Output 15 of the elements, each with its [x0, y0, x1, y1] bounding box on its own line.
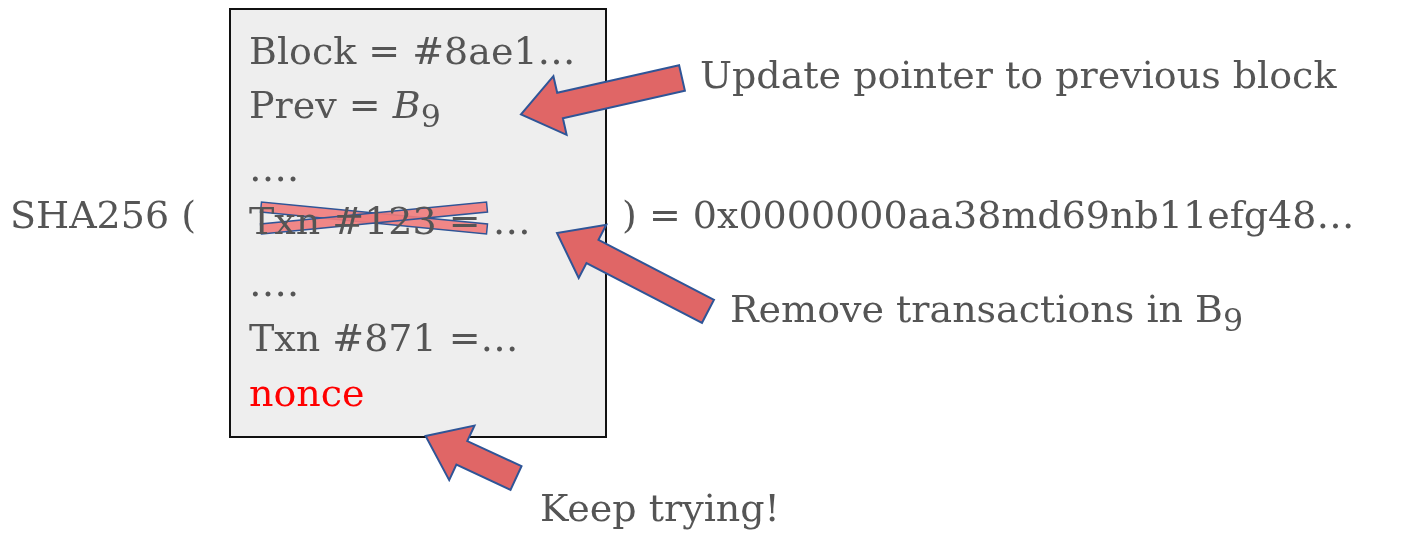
block-field-text: nonce: [249, 370, 365, 416]
block-arrow: [424, 424, 523, 492]
block-field-text: Prev = B$_{9}$: [249, 82, 521, 139]
annotation-text: Remove transactions in B$_{9}$: [730, 286, 1244, 343]
annotation-text: Update pointer to previous block: [700, 52, 1337, 98]
annotation-text: Keep trying!: [540, 485, 780, 531]
block-field-text: ….: [249, 145, 300, 191]
block-field-text: Txn #871 =…: [249, 315, 519, 361]
function-call-text: SHA256 (: [10, 192, 197, 238]
block-field-text: ….: [249, 260, 300, 306]
block-arrow: [555, 223, 716, 325]
block-arrow: [519, 64, 687, 137]
block-box: [229, 8, 607, 438]
hash-result-text: ) = 0x0000000aa38md69nb11efg48…: [622, 192, 1355, 238]
block-field-text: Block = #8ae1…: [249, 28, 576, 74]
